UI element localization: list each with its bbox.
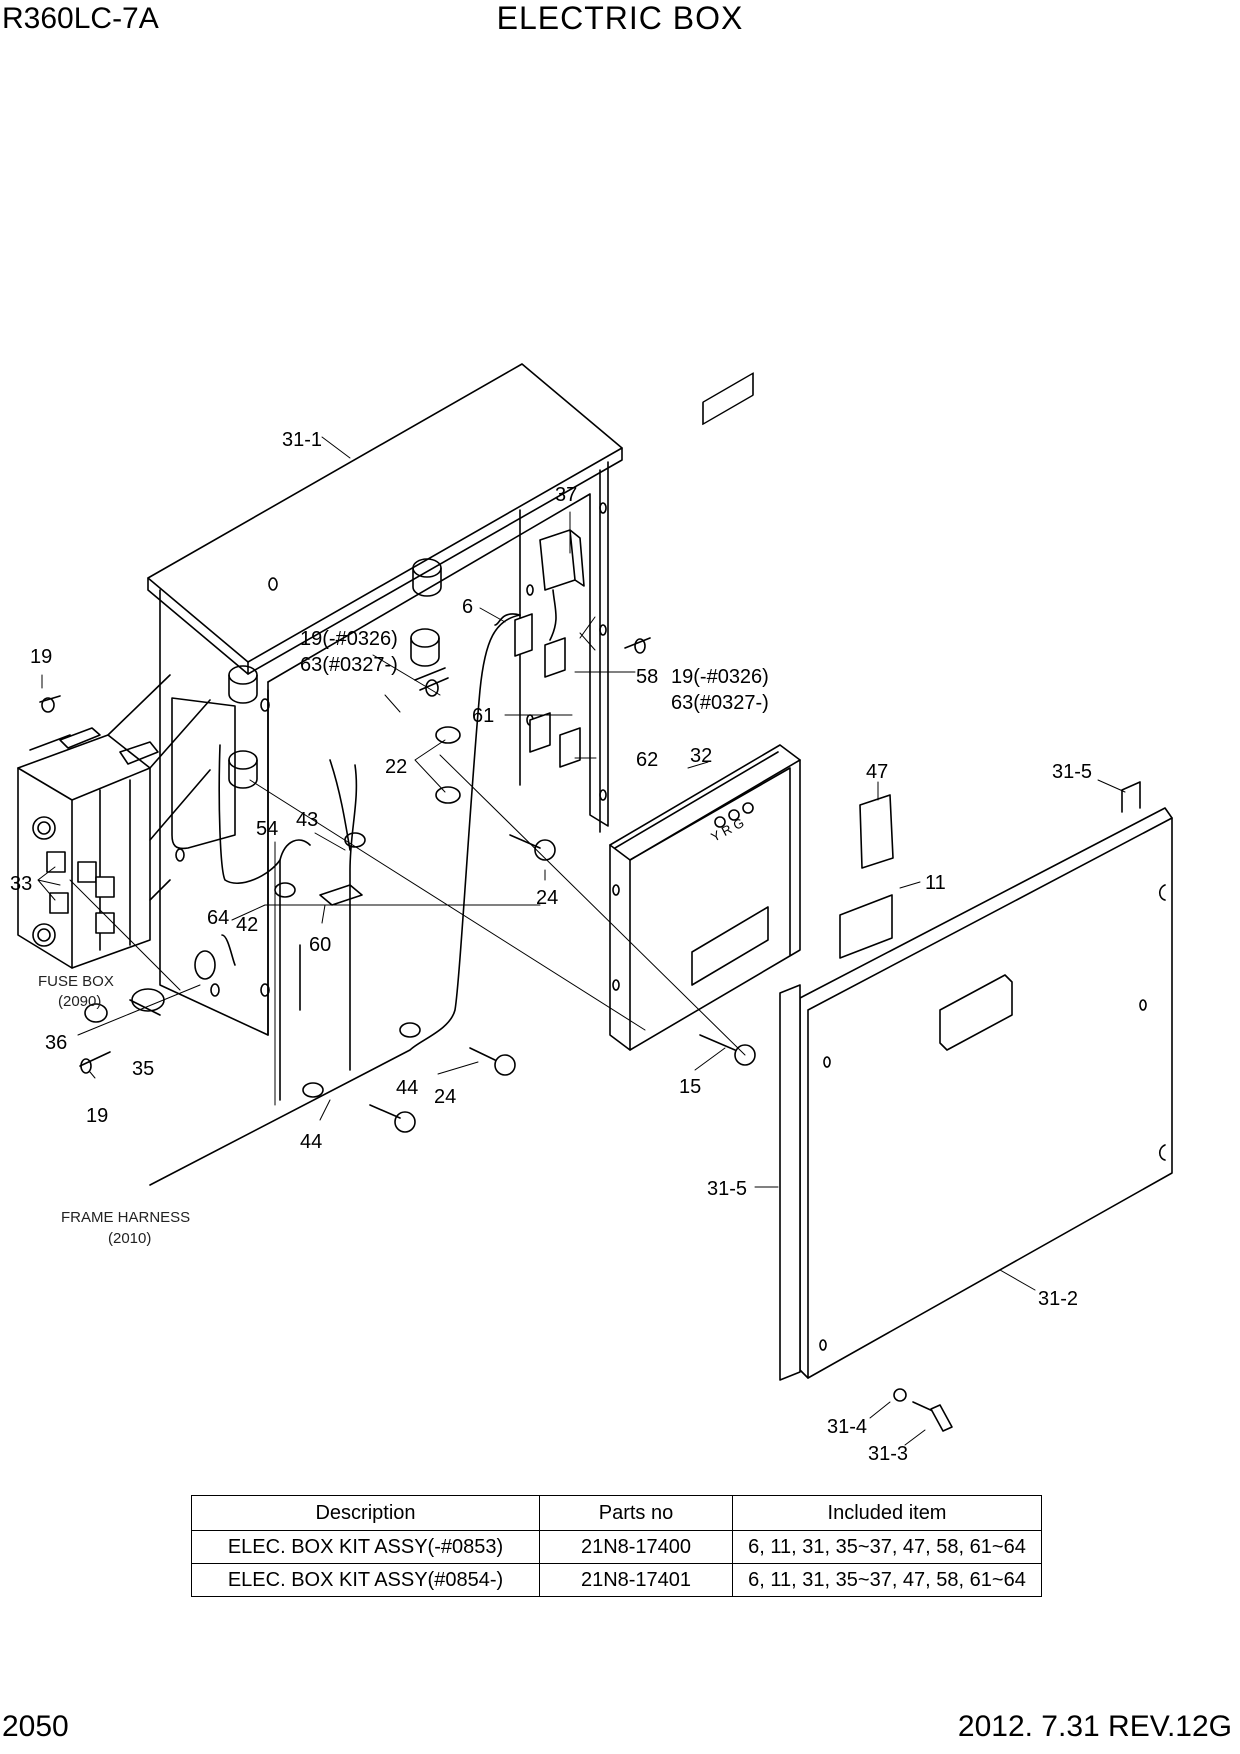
page-title: ELECTRIC BOX	[496, 0, 744, 36]
callout-11: 11	[925, 872, 946, 894]
callout-54: 54	[256, 818, 278, 840]
callout-31-3: 31-3	[868, 1443, 908, 1465]
leader-lines	[37, 436, 1126, 1446]
fuse-box-ref-annotation: (2090)	[58, 993, 101, 1010]
callout-63-right: 63(#0327-)	[671, 692, 769, 714]
callout-44-right: 44	[396, 1077, 418, 1099]
parts-table: Description Parts no Included item ELEC.…	[191, 1495, 1042, 1597]
row-included-item: 6, 11, 31, 35~37, 47, 58, 61~64	[732, 1563, 1042, 1597]
wire-harness	[149, 613, 521, 1186]
callout-15: 15	[679, 1076, 701, 1098]
callout-58: 58	[636, 666, 658, 688]
callout-32: 32	[690, 745, 712, 767]
callout-6: 6	[462, 596, 473, 618]
callout-24-top: 24	[536, 887, 558, 909]
row-description: ELEC. BOX KIT ASSY(#0854-)	[191, 1563, 540, 1597]
callout-19-left: 19	[30, 646, 52, 668]
row-parts-no: 21N8-17400	[539, 1530, 733, 1564]
callout-19-top: 19(-#0326)	[300, 628, 398, 650]
frame-harness-ref-annotation: (2010)	[108, 1230, 151, 1247]
controller-unit	[609, 372, 801, 1051]
bolts	[39, 637, 756, 1133]
callout-35: 35	[132, 1058, 154, 1080]
callout-64: 64	[207, 907, 229, 929]
callout-37: 37	[555, 484, 577, 506]
fuse-box	[17, 674, 211, 969]
callout-47: 47	[866, 761, 888, 783]
relays	[514, 529, 585, 768]
header-description: Description	[191, 1495, 540, 1531]
callout-24-bottom: 24	[434, 1086, 456, 1108]
row-parts-no: 21N8-17401	[539, 1563, 733, 1597]
callout-44-left: 44	[300, 1131, 322, 1153]
callout-31-5-side: 31-5	[707, 1178, 747, 1200]
fuse-box-annotation: FUSE BOX	[38, 973, 114, 990]
callout-31-2: 31-2	[1038, 1288, 1078, 1310]
frame-harness-annotation: FRAME HARNESS	[61, 1209, 190, 1226]
page-number: 2050	[2, 1710, 69, 1743]
row-description: ELEC. BOX KIT ASSY(-#0853)	[191, 1530, 540, 1564]
electric-box-frame	[147, 363, 623, 1036]
callout-31-4: 31-4	[827, 1416, 867, 1438]
row-included-item: 6, 11, 31, 35~37, 47, 58, 61~64	[732, 1530, 1042, 1564]
callout-31-1: 31-1	[282, 429, 322, 451]
callout-22: 22	[385, 756, 407, 778]
revision-date: 2012. 7.31 REV.12G	[957, 1710, 1232, 1743]
callout-19-right: 19(-#0326)	[671, 666, 769, 688]
table-row: ELEC. BOX KIT ASSY(#0854-) 21N8-17401 6,…	[191, 1563, 1042, 1597]
label-47	[859, 794, 894, 869]
clamps	[274, 726, 461, 1098]
callout-43: 43	[296, 809, 318, 831]
callout-42: 42	[236, 914, 258, 936]
callout-labels: 31-1 37 6 19(-#0326) 63(#0327-) 19 58 19…	[10, 429, 1092, 1465]
callout-63-top: 63(#0327-)	[300, 654, 398, 676]
header-parts-no: Parts no	[539, 1495, 733, 1531]
model-name: R360LC-7A	[2, 2, 159, 35]
header-included-item: Included item	[732, 1495, 1042, 1531]
callout-19-bottom: 19	[86, 1105, 108, 1127]
callout-61: 61	[472, 705, 494, 727]
callout-31-5-top: 31-5	[1052, 761, 1092, 783]
table-row: ELEC. BOX KIT ASSY(-#0853) 21N8-17400 6,…	[191, 1530, 1042, 1564]
callout-33: 33	[10, 873, 32, 895]
label-11	[839, 894, 893, 959]
callout-60: 60	[309, 934, 331, 956]
callout-62: 62	[636, 749, 658, 771]
table-header-row: Description Parts no Included item	[191, 1495, 1042, 1531]
callout-36: 36	[45, 1032, 67, 1054]
cover-panel	[779, 781, 1173, 1432]
